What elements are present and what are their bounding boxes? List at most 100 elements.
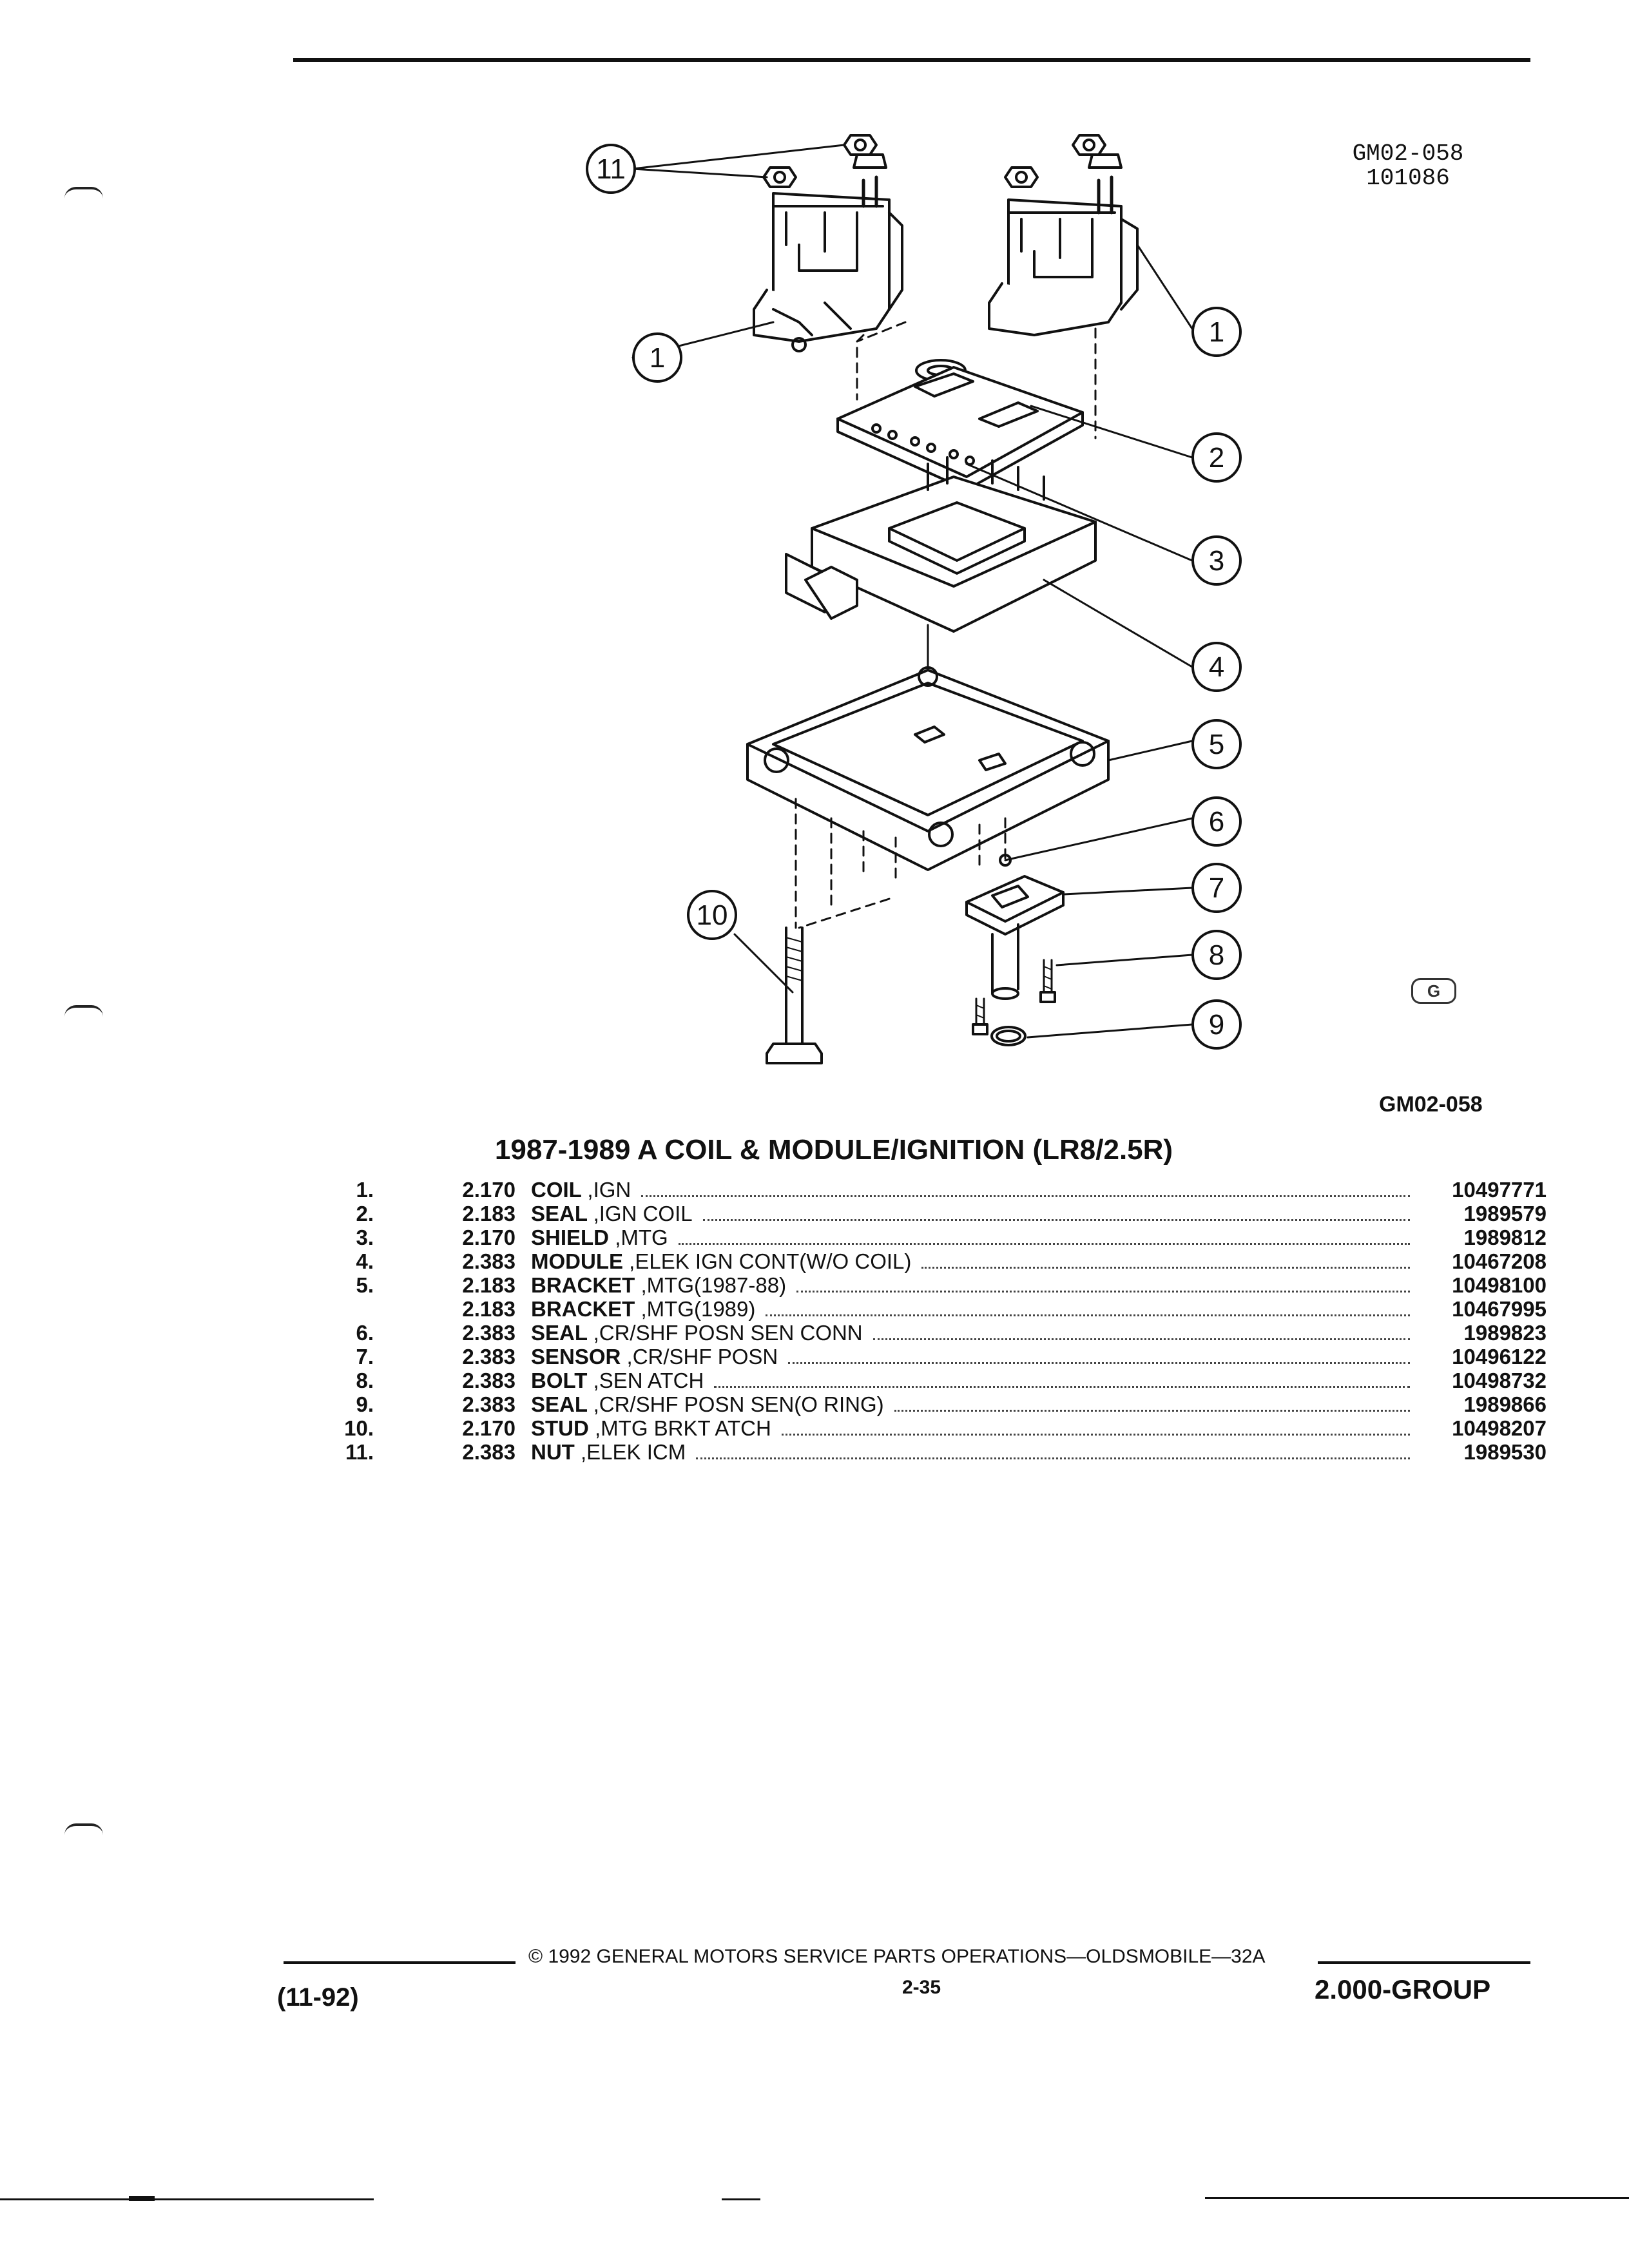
part-name: BRACKET [531,1273,635,1297]
figure-ref-line-1: GM02-058 [1352,140,1464,167]
item-number: 10. [344,1416,374,1440]
leader-dots [872,1338,1410,1340]
group-number: 2.183 [462,1273,516,1297]
item-number: 11. [345,1440,374,1464]
part-note: ,MTG BRKT ATCH [595,1416,771,1440]
group-number: 2.383 [462,1321,516,1345]
footer-page-number: 2-35 [902,1977,941,1998]
parts-row: 7. 2.383 SENSOR ,CR/SHF POSN 10496122 [335,1345,1547,1369]
callout-11: 11 [596,153,626,185]
item-number: 5. [356,1273,374,1297]
part-name: SENSOR [531,1345,621,1369]
group-number: 2.383 [462,1345,516,1369]
section-title: 1987-1989 A COIL & MODULE/IGNITION (LR8/… [494,1134,1173,1166]
part-name: MODULE [531,1249,623,1273]
sensor-bolt-right [1039,959,1056,1003]
item-number: 9. [356,1392,374,1416]
ignition-module [785,456,1097,633]
callout-2: 2 [1209,442,1224,474]
group-number: 2.183 [462,1297,516,1321]
group-number: 2.170 [462,1178,516,1202]
group-number: 2.383 [462,1440,516,1464]
scan-edge-right [1205,2197,1629,2199]
part-number: 10498100 [1452,1273,1547,1297]
nut-right-lower [1004,166,1039,188]
callout-7: 7 [1209,872,1224,904]
part-name: STUD [531,1416,589,1440]
group-number: 2.170 [462,1416,516,1440]
part-name: SEAL [531,1321,588,1345]
part-number: 10498207 [1452,1416,1547,1440]
part-name: SEAL [531,1392,588,1416]
leader-dots [781,1433,1410,1436]
item-number: 3. [356,1225,374,1249]
part-description: SEAL ,IGN COIL [531,1202,693,1225]
callout-5: 5 [1209,729,1224,760]
part-note: ,CR/SHF POSN [626,1345,778,1369]
coil-left [753,153,903,352]
part-description: BOLT ,SEN ATCH [531,1369,704,1392]
part-description: COIL ,IGN [531,1178,631,1202]
callout-8: 8 [1209,939,1224,971]
part-number: 1989579 [1463,1202,1547,1225]
callout-6: 6 [1209,806,1224,838]
figure-ref-bottom: GM02-058 [1379,1092,1483,1117]
callout-3: 3 [1209,545,1224,577]
part-name: SHIELD [531,1225,610,1249]
part-note: ,MTG(1989) [641,1297,756,1321]
group-number: 2.383 [462,1249,516,1273]
group-number: 2.383 [462,1392,516,1416]
coil-right [988,153,1139,336]
part-number: 10498732 [1452,1369,1547,1392]
sensor-connector-seal [999,854,1012,867]
item-number: 2. [356,1202,374,1225]
part-note: ,MTG(1987-88) [641,1273,787,1297]
gm-logo-letter: G [1427,981,1441,1001]
margin-mark-bottom [64,1823,103,1835]
scan-edge-center [722,2198,760,2200]
leader-dots [678,1242,1410,1245]
gm-logo: G [1411,978,1456,1004]
item-number: 7. [356,1345,374,1369]
part-number: 1989530 [1463,1440,1547,1464]
sensor-o-ring [990,1026,1027,1046]
leader-dots [702,1218,1410,1221]
part-description: STUD ,MTG BRKT ATCH [531,1416,771,1440]
part-note: ,IGN [587,1178,631,1202]
footer-rule-right [1318,1961,1530,1964]
item-number: 1. [356,1178,374,1202]
margin-mark-middle [64,1005,103,1017]
footer-copyright: © 1992 GENERAL MOTORS SERVICE PARTS OPER… [528,1946,1266,1967]
part-number: 1989812 [1463,1225,1547,1249]
part-description: MODULE ,ELEK IGN CONT(W/O COIL) [531,1249,911,1273]
margin-mark-top [64,187,103,198]
part-name: NUT [531,1440,575,1464]
part-note: ,CR/SHF POSN SEN(O RING) [593,1392,884,1416]
part-note: ,IGN COIL [593,1202,693,1225]
part-description: SEAL ,CR/SHF POSN SEN(O RING) [531,1392,884,1416]
figure-ref-code: GM02-058 101086 [1327,142,1489,191]
part-name: SEAL [531,1202,588,1225]
part-description: SENSOR ,CR/SHF POSN [531,1345,778,1369]
part-number: 10496122 [1452,1345,1547,1369]
part-number: 1989823 [1463,1321,1547,1345]
part-note: ,SEN ATCH [593,1369,704,1392]
group-number: 2.170 [462,1225,516,1249]
mounting-bracket [746,624,1110,871]
scan-edge-mark [129,2196,155,2201]
item-number: 4. [356,1249,374,1273]
group-number: 2.383 [462,1369,516,1392]
bracket-mounting-stud [766,927,823,1064]
part-description: BRACKET ,MTG(1989) [531,1297,755,1321]
leader-dots [788,1361,1410,1364]
parts-row: 5. 2.183 BRACKET ,MTG(1987-88) 10498100 [335,1273,1547,1297]
leader-dots [714,1385,1410,1388]
